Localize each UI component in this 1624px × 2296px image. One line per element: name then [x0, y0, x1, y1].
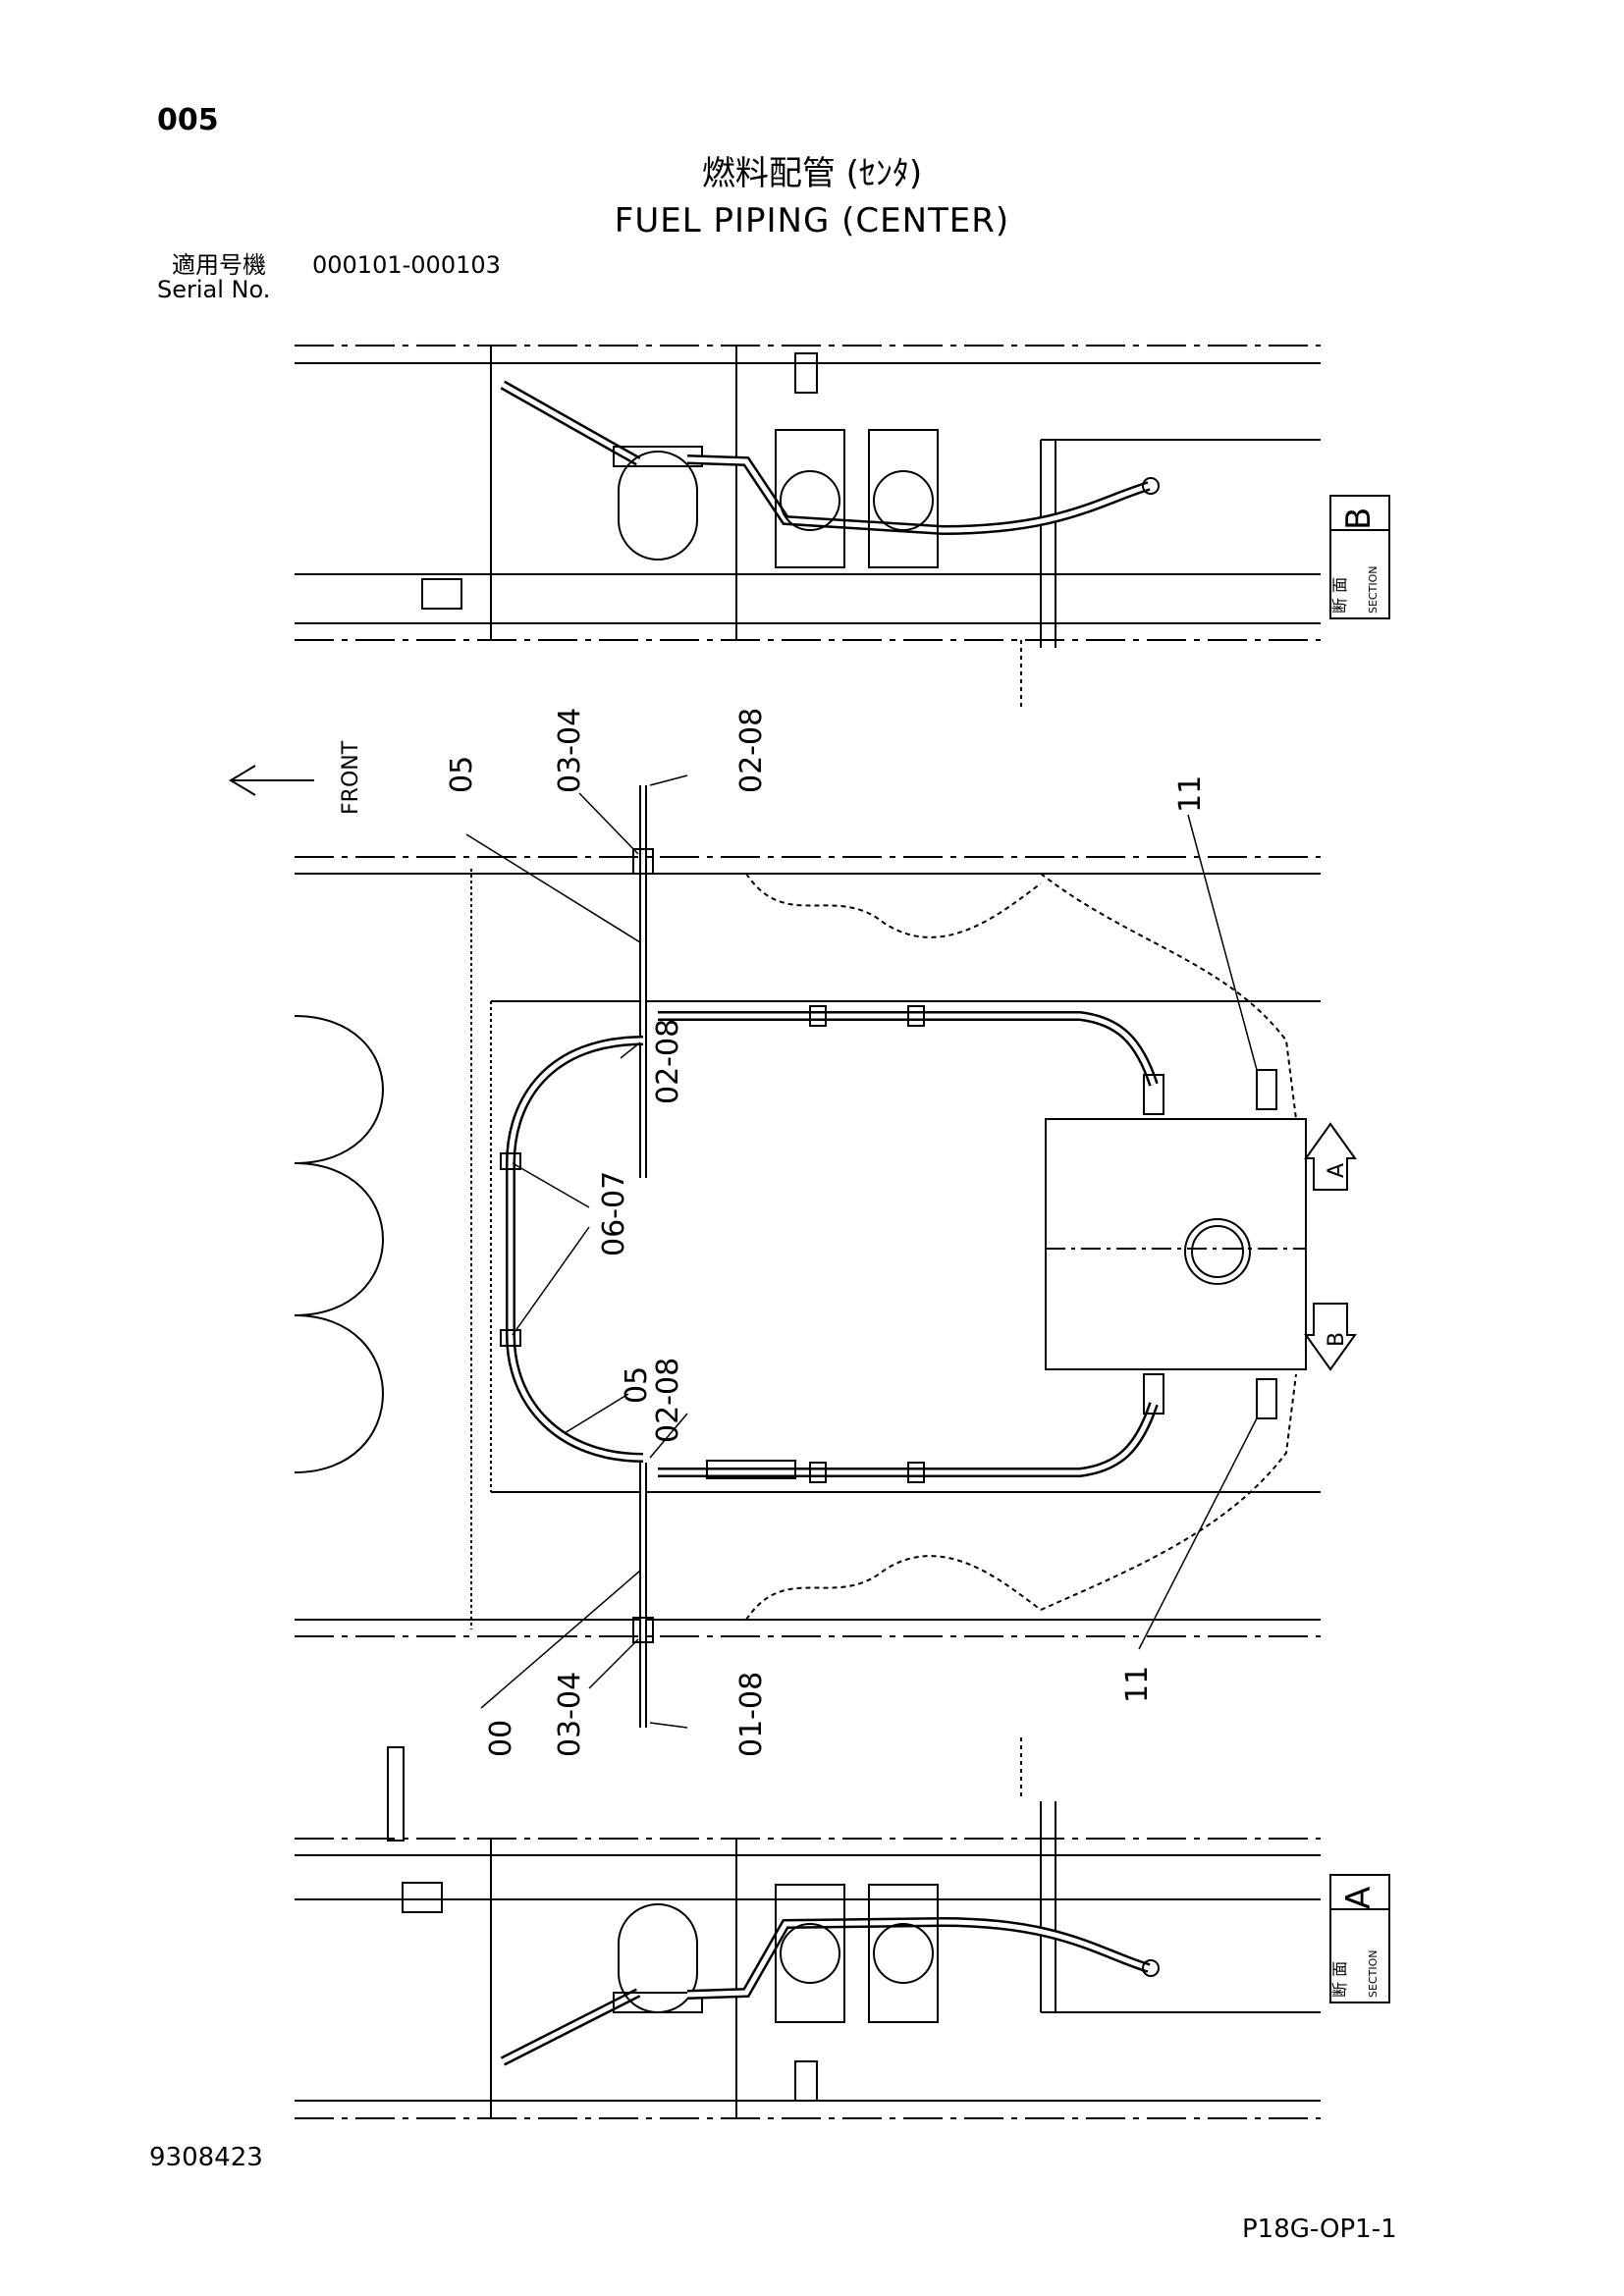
section-a-en: SECTION [1367, 1950, 1380, 1998]
section-a-view [295, 1737, 1321, 2119]
callout-02-08-mid-upper: 02-08 [651, 1019, 685, 1104]
callout-05-top: 05 [445, 756, 479, 793]
callout-06-07: 06-07 [597, 1171, 631, 1256]
callout-00: 00 [484, 1720, 518, 1757]
section-b-en: SECTION [1367, 566, 1380, 614]
document-number: 9308423 [149, 2143, 263, 2172]
serial-label-japanese: 適用号機 [172, 251, 266, 279]
callout-02-08-mid-lower: 02-08 [651, 1358, 685, 1443]
page-number: 005 [157, 103, 219, 137]
section-arrow-a-letter: A [1325, 1163, 1349, 1178]
section-a-letter: A [1339, 1887, 1379, 1909]
section-arrow-b [1304, 1303, 1357, 1371]
serial-label-english: Serial No. [157, 276, 271, 303]
title-japanese: 燃料配管 (ｾﾝﾀ) [701, 154, 923, 193]
front-label: FRONT [339, 740, 363, 815]
title-english: FUEL PIPING (CENTER) [614, 201, 1010, 240]
section-b-jp: 断 面 [1330, 577, 1349, 614]
callout-05-lower: 05 [620, 1366, 654, 1404]
sheet-code: P18G-OP1-1 [1242, 2215, 1397, 2244]
front-arrow [229, 765, 314, 796]
section-arrow-b-letter: B [1325, 1332, 1349, 1347]
callout-01-08: 01-08 [734, 1672, 769, 1757]
callout-11-bottom: 11 [1120, 1666, 1155, 1703]
main-center-view [294, 785, 1321, 1728]
callout-11-top: 11 [1173, 775, 1208, 813]
section-arrow-a [1304, 1122, 1357, 1191]
serial-range: 000101-000103 [312, 251, 501, 279]
leader-lines [465, 774, 1258, 1729]
section-b-box [1329, 495, 1390, 619]
section-b-letter: B [1339, 507, 1379, 530]
callout-02-08-top: 02-08 [734, 708, 769, 793]
section-a-box [1329, 1874, 1390, 2003]
section-a-jp: 断 面 [1330, 1961, 1349, 1998]
callout-03-04-bottom: 03-04 [553, 1672, 587, 1757]
callout-03-04-top: 03-04 [553, 708, 587, 793]
section-b-view [295, 345, 1321, 707]
